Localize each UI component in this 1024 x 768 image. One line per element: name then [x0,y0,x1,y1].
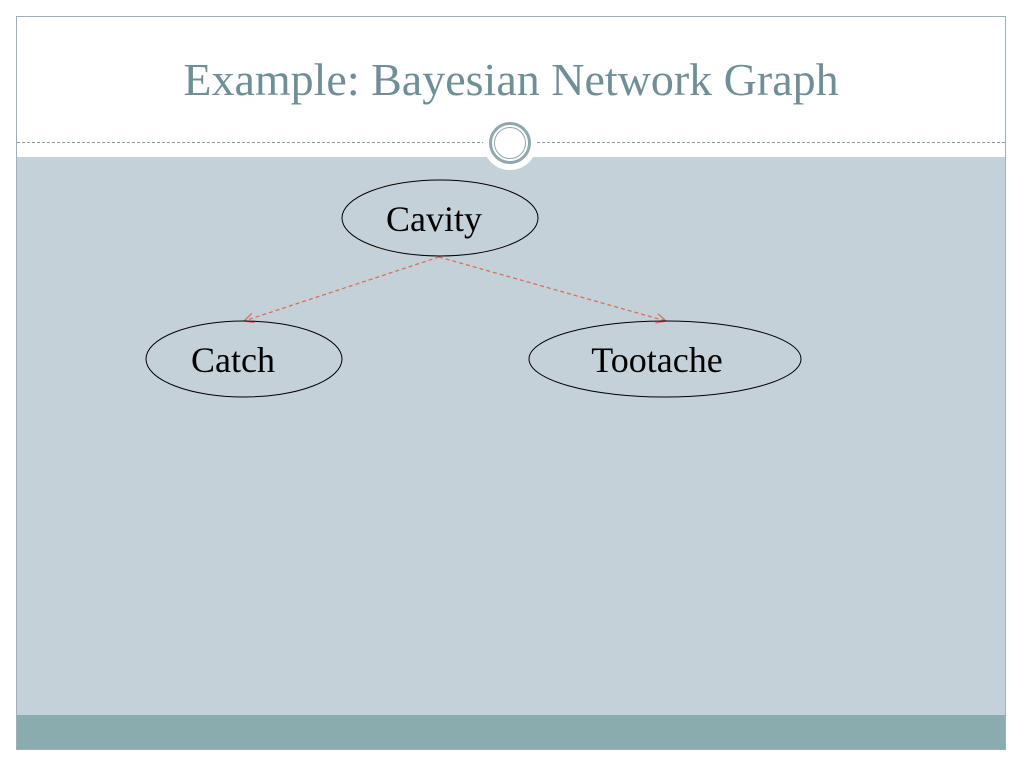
slide-title: Example: Bayesian Network Graph [183,54,839,105]
node-tootache: Tootache [528,320,802,398]
node-tootache-label: Tootache [591,340,722,380]
edge-cavity-tootache [438,256,666,321]
edges-layer [244,256,666,321]
ornament-inner-ring [494,127,526,159]
footer-bar [17,715,1005,749]
node-cavity: Cavity [341,179,539,257]
slide-header: Example: Bayesian Network Graph [17,17,1005,170]
bayesian-network-diagram: Cavity Catch Tootache [145,179,802,398]
edge-cavity-catch [244,256,440,321]
ornament-ring [489,122,531,164]
node-cavity-label: Cavity [386,199,482,239]
node-catch-ellipse [145,320,343,398]
node-tootache-ellipse [528,320,802,398]
circle-ornament-icon [483,116,537,170]
slide: Example: Bayesian Network Graph Cavity C… [16,16,1006,750]
node-catch: Catch [145,320,343,398]
node-catch-label: Catch [191,340,275,380]
node-cavity-ellipse [341,179,539,257]
